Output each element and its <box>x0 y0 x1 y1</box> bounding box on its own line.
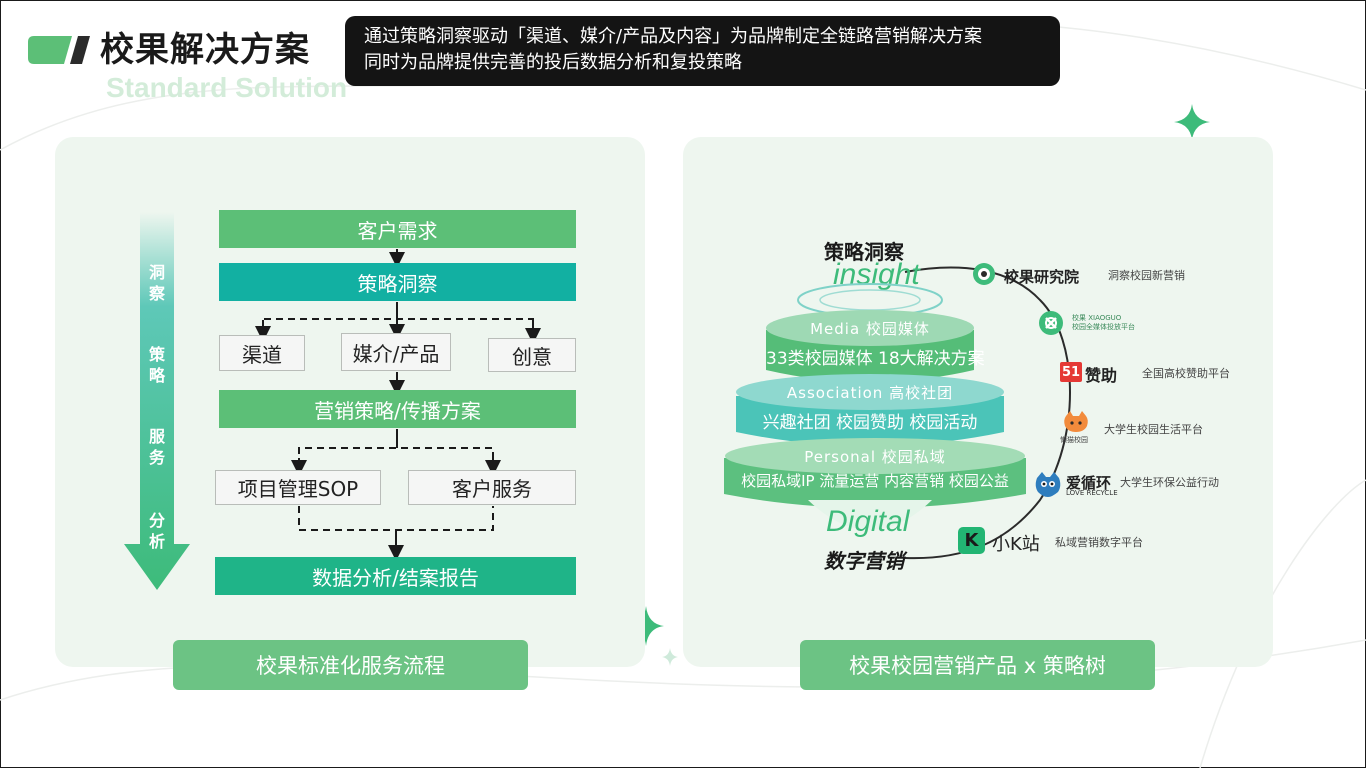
layer-association-body: 兴趣社团 校园赞助 校园活动 <box>762 413 978 433</box>
layer-media-title: Media 校园媒体 <box>810 320 930 338</box>
cat-logo-icon <box>1062 410 1090 434</box>
brand-sponsor-name: 赞助 <box>1085 366 1118 385</box>
brand-research-name: 校果研究院 <box>1004 268 1080 286</box>
flow-data-report: 数据分析/结案报告 <box>215 557 576 595</box>
flow-customer-service: 客户服务 <box>408 470 576 505</box>
brand-research-desc: 洞察校园新营销 <box>1108 269 1185 282</box>
side-step-2: 策略 <box>148 345 165 385</box>
side-step-1: 洞察 <box>148 263 165 303</box>
side-step-3: 服务 <box>148 427 165 467</box>
layer-personal-body: 校园私域IP 流量运营 内容营销 校园公益 <box>741 472 1009 490</box>
vertical-process-arrow <box>124 212 190 590</box>
brand-k-desc: 私域营销数字平台 <box>1055 536 1143 549</box>
layer-media-body: 33类校园媒体 18大解决方案 <box>766 349 985 369</box>
layer-personal-title: Personal 校园私域 <box>804 448 946 466</box>
bottom-label-en: Digital <box>826 505 910 538</box>
flow-marketing-plan: 营销策略/传播方案 <box>219 390 576 428</box>
banner-line-1: 通过策略洞察驱动「渠道、媒介/产品及内容」为品牌制定全链路营销解决方案 <box>364 26 983 47</box>
research-eye-icon <box>972 262 996 286</box>
knot-logo-icon <box>1038 310 1064 336</box>
flow-project-sop: 项目管理SOP <box>215 470 381 505</box>
bottom-label-cn: 数字营销 <box>824 549 904 573</box>
page-title: 校果解决方案 <box>100 30 310 70</box>
layer-association-title: Association 高校社团 <box>786 384 954 402</box>
flow-media-product: 媒介/产品 <box>341 333 451 371</box>
strategy-tree-button[interactable]: 校果校园营销产品 x 策略树 <box>800 640 1155 690</box>
k-logo-icon: K <box>958 527 985 554</box>
flow-strategy-insight: 策略洞察 <box>219 263 576 301</box>
brand-cat-name: 懒猫校园 <box>1060 436 1088 444</box>
top-label-cn: 策略洞察 <box>824 240 904 264</box>
flow-creative: 创意 <box>488 338 576 372</box>
intro-banner: 通过策略洞察驱动「渠道、媒介/产品及内容」为品牌制定全链路营销解决方案 同时为品… <box>345 16 1060 86</box>
brand-k-name: 小K站 <box>992 534 1040 555</box>
brand-recycle-desc: 大学生环保公益行动 <box>1120 476 1219 489</box>
page-subtitle: Standard Solution <box>106 72 348 103</box>
brand-xiaoguo-name: 校果 XIAOGUO <box>1072 314 1122 322</box>
brand-recycle-sub: LOVE RECYCLE <box>1066 489 1118 497</box>
recycle-mascot-icon <box>1034 470 1062 498</box>
side-step-4: 分析 <box>148 511 165 551</box>
flow-customer-need: 客户需求 <box>219 210 576 248</box>
brand-xiaoguo-desc: 校园全媒体投放平台 <box>1072 323 1135 331</box>
service-flow-button[interactable]: 校果标准化服务流程 <box>173 640 528 690</box>
51-logo-icon: 51 <box>1060 362 1082 382</box>
brand-recycle-name: 爱循环 <box>1066 474 1112 492</box>
sparkle-icon <box>628 606 678 666</box>
flow-channel: 渠道 <box>219 335 305 371</box>
banner-line-2: 同时为品牌提供完善的投后数据分析和复投策略 <box>364 52 742 73</box>
brand-cat-desc: 大学生校园生活平台 <box>1104 423 1203 436</box>
brand-sponsor-desc: 全国高校赞助平台 <box>1142 367 1230 380</box>
logo-icon <box>28 36 90 64</box>
